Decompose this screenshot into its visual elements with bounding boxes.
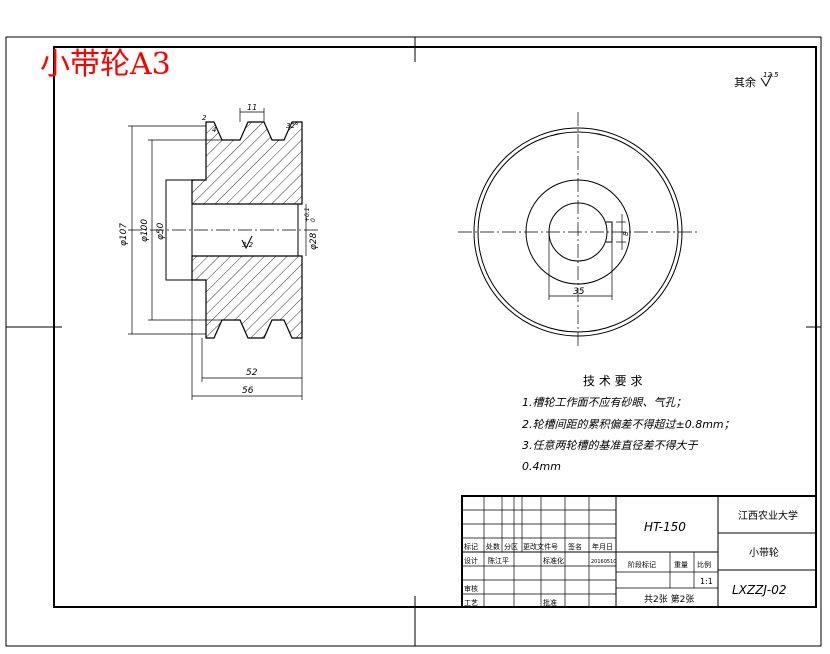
dim-groove-angle: 32° — [286, 122, 298, 130]
tech-line-1: 1.槽轮工作面不应有砂眼、气孔； — [522, 396, 687, 409]
dim-groove-small: 2 — [202, 114, 207, 122]
roughness-icon — [760, 73, 773, 88]
scale: 1:1 — [700, 577, 713, 586]
technical-requirements: 技 术 要 求 1.槽轮工作面不应有砂眼、气孔； 2.轮槽间距的累积偏差不得超过… — [522, 374, 735, 473]
end-view: 35 8 — [458, 112, 700, 346]
bore-roughness-icon — [241, 235, 253, 250]
drawing-number: LXZZJ-02 — [732, 583, 787, 597]
drawing-frame — [53, 46, 817, 608]
svg-text:比例: 比例 — [697, 560, 711, 569]
svg-text:重量: 重量 — [674, 561, 688, 569]
tech-line-4: 0.4mm — [522, 460, 561, 473]
svg-text:处数: 处数 — [486, 542, 500, 551]
hub-section-upper — [191, 121, 303, 205]
tech-heading: 技 术 要 求 — [583, 374, 642, 388]
school: 江西农业大学 — [738, 509, 798, 522]
svg-text:陈江平: 陈江平 — [488, 556, 509, 565]
svg-text:工艺: 工艺 — [464, 599, 478, 607]
material: HT-150 — [644, 520, 686, 534]
svg-text:签名: 签名 — [568, 542, 582, 551]
dim-w52: 52 — [246, 368, 258, 378]
svg-text:年月日: 年月日 — [592, 542, 613, 551]
centering-marks — [6, 37, 821, 646]
dim-groove-r: 4 — [212, 126, 216, 134]
dim-keyway: 35 — [573, 287, 585, 297]
svg-text:设计: 设计 — [464, 556, 478, 565]
svg-text:0: 0 — [310, 218, 317, 222]
sheets: 共2张 第2张 — [644, 593, 694, 605]
dim-groove-top: 11 — [247, 103, 257, 112]
section-view: φ107 φ100 φ50 φ28 +0.1 0 11 32° 2 4 3.2 … — [119, 103, 319, 400]
svg-text:审核: 审核 — [464, 584, 478, 593]
tech-line-3: 3.任意两轮槽的基准直径差不得大于 — [522, 439, 698, 452]
svg-text:批准: 批准 — [543, 598, 557, 607]
svg-text:标准化: 标准化 — [543, 556, 564, 565]
dim-d28: φ28 — [309, 232, 319, 250]
title-block: 标记 处数 分区 更改文件号 签名 年月日 设计 陈江平 标准化 2016051… — [461, 495, 817, 608]
svg-text:阶段标记: 阶段标记 — [628, 560, 656, 569]
dim-d50: φ50 — [156, 222, 166, 240]
svg-text:其余: 其余 — [734, 75, 756, 89]
red-sheet-title: 小带轮A3 — [40, 47, 171, 82]
svg-text:8: 8 — [622, 231, 630, 236]
svg-text:标记: 标记 — [464, 542, 478, 551]
svg-text:20160510: 20160510 — [591, 559, 616, 565]
svg-text:+0.1: +0.1 — [304, 207, 311, 222]
svg-text:分区: 分区 — [504, 542, 518, 551]
dim-w56: 56 — [242, 386, 254, 396]
svg-text:更改文件号: 更改文件号 — [523, 542, 558, 551]
dim-d100: φ100 — [140, 219, 150, 242]
dim-d107: φ107 — [119, 223, 129, 246]
tech-line-2: 2.轮槽间距的累积偏差不得超过±0.8mm； — [522, 418, 735, 431]
hub-section-lower — [191, 255, 303, 339]
svg-text:3.2: 3.2 — [242, 241, 254, 249]
sheet-border — [5, 36, 822, 647]
svg-text:12.5: 12.5 — [763, 71, 779, 79]
part-name: 小带轮 — [749, 546, 779, 559]
surface-note: 其余 12.5 — [734, 71, 779, 89]
